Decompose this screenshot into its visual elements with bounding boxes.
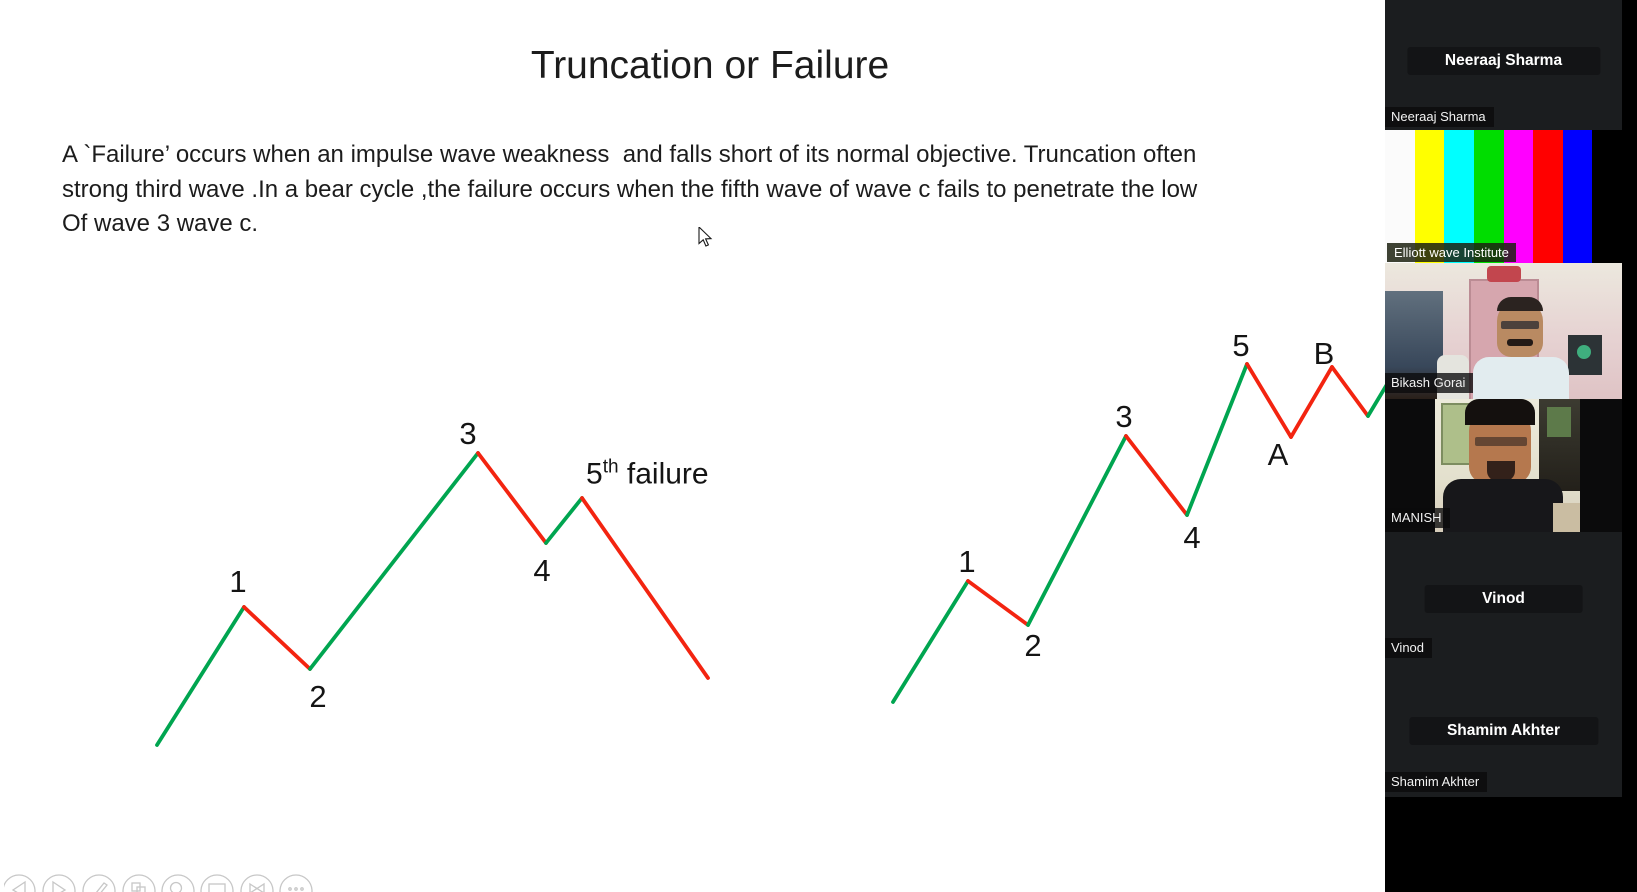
- monitor-glow: [1577, 345, 1591, 359]
- wave-label-2: 2: [1024, 628, 1042, 663]
- color-bar: [1592, 130, 1622, 263]
- webcam-video: [1385, 263, 1622, 399]
- slide-title: Truncation or Failure: [530, 44, 890, 87]
- participant-name-label: Elliott wave Institute: [1387, 243, 1516, 262]
- wave-label-A: A: [1267, 437, 1289, 472]
- wave-label-5-num: 5: [586, 457, 603, 491]
- presenter-toolbar: [4, 874, 313, 892]
- wave-label-5-sup: th: [602, 456, 619, 478]
- participant-name-label: Shamim Akhter: [1385, 772, 1488, 792]
- mouse-cursor-icon: [698, 227, 713, 247]
- wave-label-4: 4: [1183, 520, 1201, 555]
- participant-tile-vinod[interactable]: Vinod Vinod: [1385, 532, 1622, 665]
- eyeglasses: [1501, 321, 1539, 329]
- participant-name-label: Vinod: [1385, 638, 1433, 658]
- slide-body: A `Failure’ occurs when an impulse wave …: [62, 138, 1197, 242]
- next-slide-icon[interactable]: [42, 874, 76, 892]
- more-options-icon[interactable]: [279, 874, 313, 892]
- participant-tile-shamim-akhter[interactable]: Shamim Akhter Shamim Akhter: [1385, 665, 1622, 797]
- wave-label-4: 4: [533, 553, 551, 588]
- participant-hair: [1465, 399, 1535, 425]
- previous-slide-icon[interactable]: [4, 874, 36, 892]
- shared-slide: Truncation or Failure A `Failure’ occurs…: [0, 0, 1385, 892]
- white-shirt: [1473, 357, 1569, 399]
- color-bar: [1473, 130, 1504, 263]
- screen-icon[interactable]: [200, 874, 234, 892]
- participant-tile-bikash-gorai[interactable]: Bikash Gorai: [1385, 263, 1622, 399]
- color-bar: [1414, 130, 1445, 263]
- color-bar: [1533, 130, 1563, 263]
- color-bar: [1444, 130, 1474, 263]
- wave-label-failure-text: failure: [618, 457, 709, 491]
- switch-display-icon[interactable]: [240, 874, 274, 892]
- beard: [1487, 461, 1515, 481]
- wave-label-1: 1: [958, 544, 976, 579]
- participant-name-label: Bikash Gorai: [1385, 373, 1474, 393]
- wave-label-B: B: [1313, 336, 1335, 371]
- mustache: [1507, 339, 1533, 346]
- red-object: [1487, 266, 1521, 282]
- slide-body-line: Of wave 3 wave c.: [62, 210, 259, 238]
- wave-label-1: 1: [229, 564, 247, 599]
- wave-diagrams-svg: [155, 362, 1385, 747]
- participant-name-label: MANISH: [1385, 508, 1450, 528]
- color-bar: [1562, 130, 1593, 263]
- shelf-frame: [1547, 407, 1571, 437]
- participant-tile-manish[interactable]: MANISH: [1385, 399, 1622, 532]
- wave-label-5: 5: [1232, 328, 1250, 363]
- participant-tile-neeraaj-sharma[interactable]: Neeraaj Sharma Neeraaj Sharma: [1385, 0, 1622, 130]
- slide-body-line: strong third wave .In a bear cycle ,the …: [62, 175, 1198, 203]
- participant-hair: [1497, 297, 1543, 311]
- slide-body-line: A `Failure’ occurs when an impulse wave …: [62, 141, 1197, 168]
- black-jacket: [1443, 479, 1563, 532]
- color-bar: [1385, 130, 1415, 263]
- participant-display-name: Neeraaj Sharma: [1406, 47, 1601, 75]
- floor: [1553, 503, 1580, 532]
- all-slides-icon[interactable]: [122, 874, 156, 892]
- wave-label-2: 2: [309, 679, 327, 714]
- eyeglasses: [1475, 437, 1527, 446]
- participants-strip: Neeraaj Sharma Neeraaj Sharma Elliott wa…: [1385, 0, 1622, 797]
- smpte-color-bars: [1385, 130, 1622, 263]
- participant-display-name: Vinod: [1424, 585, 1583, 613]
- participant-display-name: Shamim Akhter: [1408, 717, 1599, 745]
- pen-icon[interactable]: [82, 874, 116, 892]
- zoom-icon[interactable]: [161, 874, 195, 892]
- webcam-video: [1435, 399, 1580, 532]
- participant-name-label: Neeraaj Sharma: [1385, 107, 1494, 127]
- color-bar: [1503, 130, 1534, 263]
- wave-label-5th-failure: 5th failure: [586, 457, 709, 492]
- wave-label-3: 3: [459, 416, 477, 451]
- participant-tile-elliott-wave-institute[interactable]: Elliott wave Institute: [1385, 130, 1622, 263]
- wave-label-3: 3: [1115, 399, 1133, 434]
